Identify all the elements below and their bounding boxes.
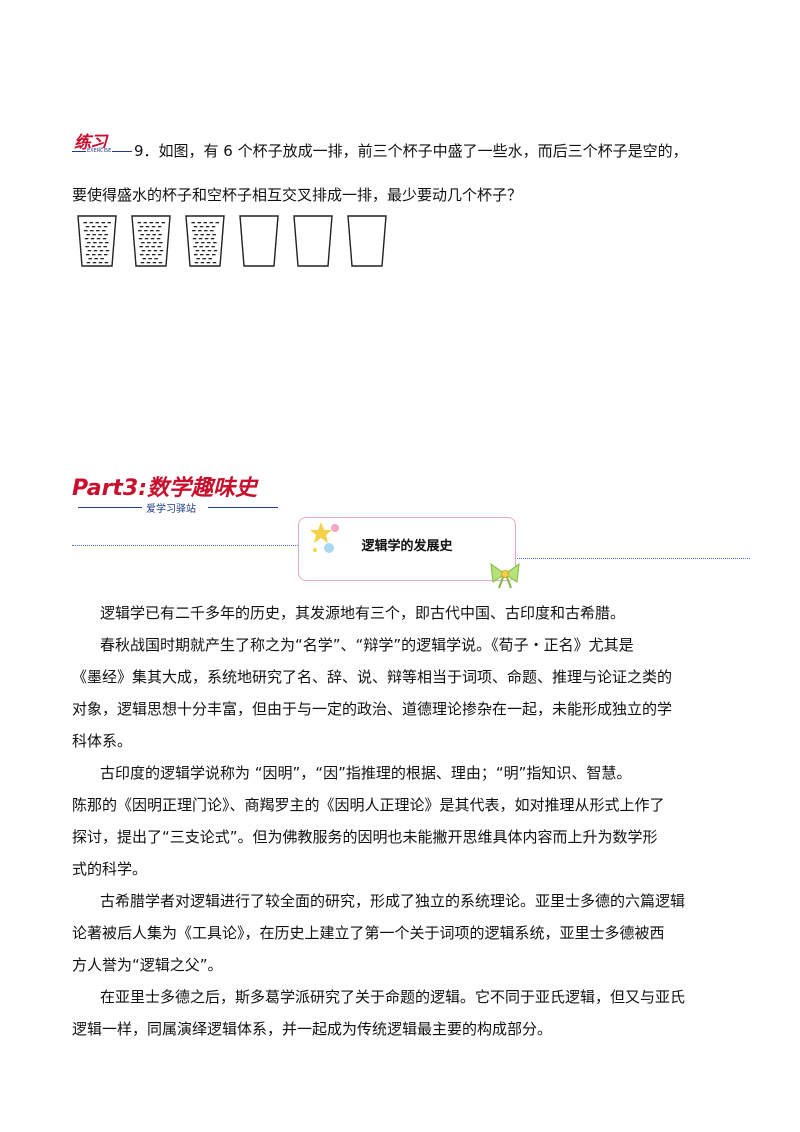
paragraph-line: 方人誉为“逻辑之父”。 [72, 956, 223, 974]
empty-cup-icon [293, 215, 333, 267]
section-title-box: 逻辑学的发展史 [298, 517, 520, 589]
paragraph-line: 科体系。 [72, 732, 133, 750]
filled-cup-icon [131, 215, 171, 267]
paragraph-line: 《墨经》集其大成，系统地研究了名、辞、说、辩等相当于词项、命题、推理与论证之类的 [72, 668, 673, 686]
filled-cup-icon [77, 215, 117, 267]
paragraph-line: 古印度的逻辑学说称为 “因明”，“因”指推理的根据、理由；“明”指知识、智慧。 [100, 764, 632, 782]
paragraph-line: 春秋战国时期就产生了称之为“名学”、“辩学”的逻辑学说。《荀子・正名》尤其是 [100, 636, 634, 654]
paragraph-line: 探讨，提出了“三支论式”。但为佛教服务的因明也未能撇开思维具体内容而上升为数学形 [72, 828, 658, 846]
subtitle-line-right [208, 507, 278, 508]
dotted-divider-right [514, 558, 750, 559]
dotted-divider-left [72, 545, 298, 546]
question-line-2: 要使得盛水的杯子和空杯子相互交叉排成一排，最少要动几个杯子？ [72, 186, 523, 204]
paragraph-line: 陈那的《因明正理门论》、商羯罗主的《因明人正理论》是其代表，如对推理从形式上作了 [72, 796, 665, 814]
filled-cup-icon [185, 215, 225, 267]
paragraph-line: 在亚里士多德之后，斯多葛学派研究了关于命题的逻辑。它不同于亚氏逻辑，但又与亚氏 [100, 988, 686, 1006]
empty-cup-icon [239, 215, 279, 267]
empty-cup-icon [347, 215, 387, 267]
part-heading: Part3:数学趣味史 [72, 470, 257, 502]
exercise-badge-sub: EXERCISE [86, 148, 113, 154]
exercise-badge: 练习 EXERCISE [72, 128, 132, 158]
part-title: Part3:数学趣味史 [72, 476, 258, 501]
cups-figure [76, 214, 396, 274]
star-decoration-icon [310, 522, 339, 553]
bow-decoration-icon [490, 562, 520, 589]
paragraph-line: 逻辑一样，同属演绎逻辑体系，并一起成为传统逻辑最主要的构成部分。 [72, 1020, 553, 1038]
paragraph-line: 古希腊学者对逻辑进行了较全面的研究，形成了独立的系统理论。亚里士多德的六篇逻辑 [100, 892, 686, 910]
paragraph-line: 对象，逻辑思想十分丰富，但由于与一定的政治、道德理论掺杂在一起，未能形成独立的学 [72, 700, 673, 718]
subtitle-line-left [78, 507, 142, 508]
part-subtitle-row: 爱学习驿站 [78, 500, 278, 515]
paragraph-line: 逻辑学已有二千多年的历史，其发源地有三个，即古代中国、古印度和古希腊。 [100, 604, 626, 622]
paragraph-line: 论著被后人集为《工具论》，在历史上建立了第一个关于词项的逻辑系统，亚里士多德被西 [72, 924, 665, 942]
part-subtitle: 爱学习驿站 [146, 504, 196, 515]
paragraph-line: 式的科学。 [72, 860, 148, 878]
question-line-1: 9．如图，有 6 个杯子放成一排，前三个杯子中盛了一些水，而后三个杯子是空的， [134, 142, 688, 160]
cups-illustration [77, 215, 387, 267]
section-title: 逻辑学的发展史 [361, 539, 453, 554]
